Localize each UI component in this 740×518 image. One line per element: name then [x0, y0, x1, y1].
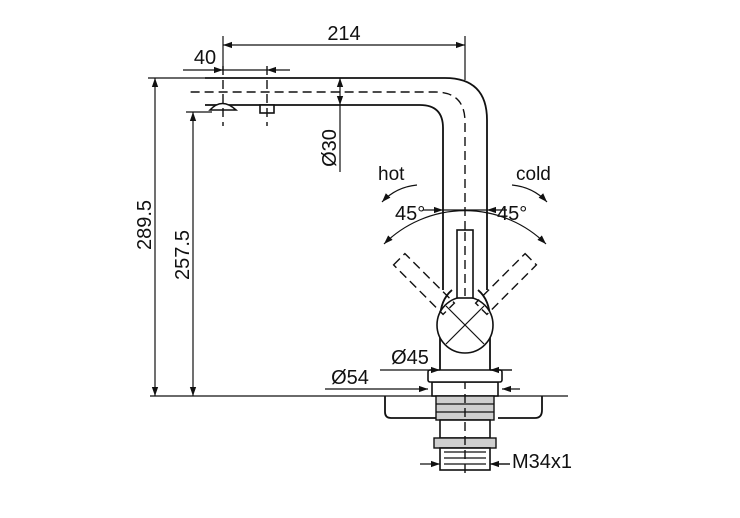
body-diameter-value: Ø45 — [391, 347, 429, 369]
cold-angle-label: 45° — [497, 203, 527, 225]
dimension-thread: M34x1 — [420, 451, 572, 473]
lever-positions — [383, 206, 547, 316]
cold-label: cold — [516, 164, 551, 185]
hot-angle-label: 45° — [395, 203, 425, 225]
thread-value: M34x1 — [512, 451, 572, 473]
outlet-height-value: 257.5 — [172, 230, 194, 280]
dimension-total-height: 289.5 — [134, 77, 205, 396]
base-diameter-value: Ø54 — [331, 367, 369, 389]
hot-label: hot — [378, 164, 405, 185]
aerator-offset-value: 40 — [194, 47, 216, 69]
spout-diameter-value: Ø30 — [319, 129, 341, 167]
dimension-base-diameter: Ø54 — [325, 367, 520, 393]
dimension-aerator-offset: 40 — [183, 47, 290, 74]
dimension-spout-reach: 214 — [222, 23, 466, 80]
countertop — [150, 395, 568, 419]
faucet-body — [190, 66, 503, 383]
dimension-body-diameter: Ø45 — [380, 347, 512, 374]
spout-reach-value: 214 — [327, 23, 360, 45]
dimension-spout-diameter: Ø30 — [319, 78, 344, 172]
dimension-outlet-height: 257.5 — [172, 111, 212, 396]
mounting-shank — [431, 380, 499, 478]
cold-indicator: cold 45° — [497, 164, 551, 225]
hot-indicator: hot 45° — [378, 164, 425, 225]
total-height-value: 289.5 — [134, 200, 156, 250]
